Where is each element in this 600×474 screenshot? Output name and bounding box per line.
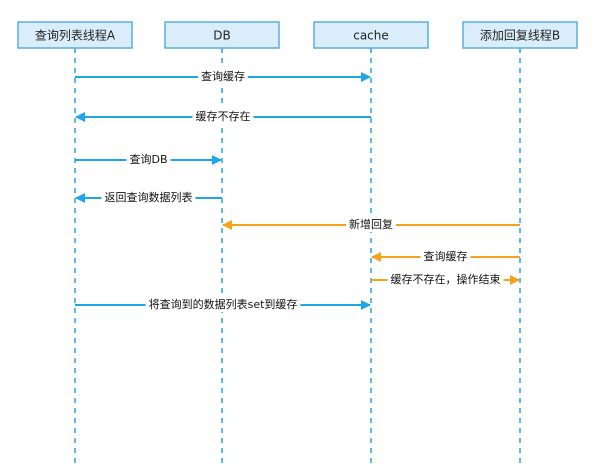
message-label-bg xyxy=(192,108,254,124)
participants: 查询列表线程A DB cache 添加回复线程B xyxy=(17,21,578,49)
participant-box xyxy=(313,21,429,49)
message-8: 将查询到的数据列表set到缓存 xyxy=(75,296,371,312)
message-label-bg xyxy=(387,271,504,287)
participant-box xyxy=(462,21,578,49)
participant-label: 添加回复线程B xyxy=(480,28,560,43)
message-label: 将查询到的数据列表set到缓存 xyxy=(149,297,298,311)
message-label-bg xyxy=(346,216,396,232)
participant-box xyxy=(17,21,133,49)
message-6: 查询缓存 xyxy=(371,248,520,264)
message-3: 查询DB xyxy=(75,151,222,167)
participant-threadB: 添加回复线程B xyxy=(462,21,578,49)
message-1: 查询缓存 xyxy=(75,68,371,84)
participant-label: 查询列表线程A xyxy=(35,28,116,43)
participant-label: DB xyxy=(213,29,230,43)
participant-box xyxy=(164,21,280,49)
message-label: 查询DB xyxy=(129,152,167,166)
participant-threadA: 查询列表线程A xyxy=(17,21,133,49)
message-4: 返回查询数据列表 xyxy=(75,189,222,205)
message-label: 缓存不存在，操作结束 xyxy=(391,272,501,286)
message-label-bg xyxy=(101,189,196,205)
participant-db: DB xyxy=(164,21,280,49)
participant-cache: cache xyxy=(313,21,429,49)
message-label-bg xyxy=(198,68,248,84)
message-label: 查询缓存 xyxy=(201,69,245,83)
message-label-bg xyxy=(420,248,471,264)
participant-label: cache xyxy=(353,29,389,43)
message-label: 新增回复 xyxy=(349,217,393,231)
message-5: 新增回复 xyxy=(222,216,520,232)
message-2: 缓存不存在 xyxy=(75,108,371,124)
message-label: 缓存不存在 xyxy=(196,109,251,123)
message-label-bg xyxy=(126,151,171,167)
messages: 查询缓存缓存不存在查询DB返回查询数据列表新增回复查询缓存缓存不存在，操作结束将… xyxy=(75,68,520,312)
message-label: 查询缓存 xyxy=(424,249,468,263)
message-label-bg xyxy=(145,296,301,312)
message-label: 返回查询数据列表 xyxy=(105,190,193,204)
message-7: 缓存不存在，操作结束 xyxy=(371,271,520,287)
